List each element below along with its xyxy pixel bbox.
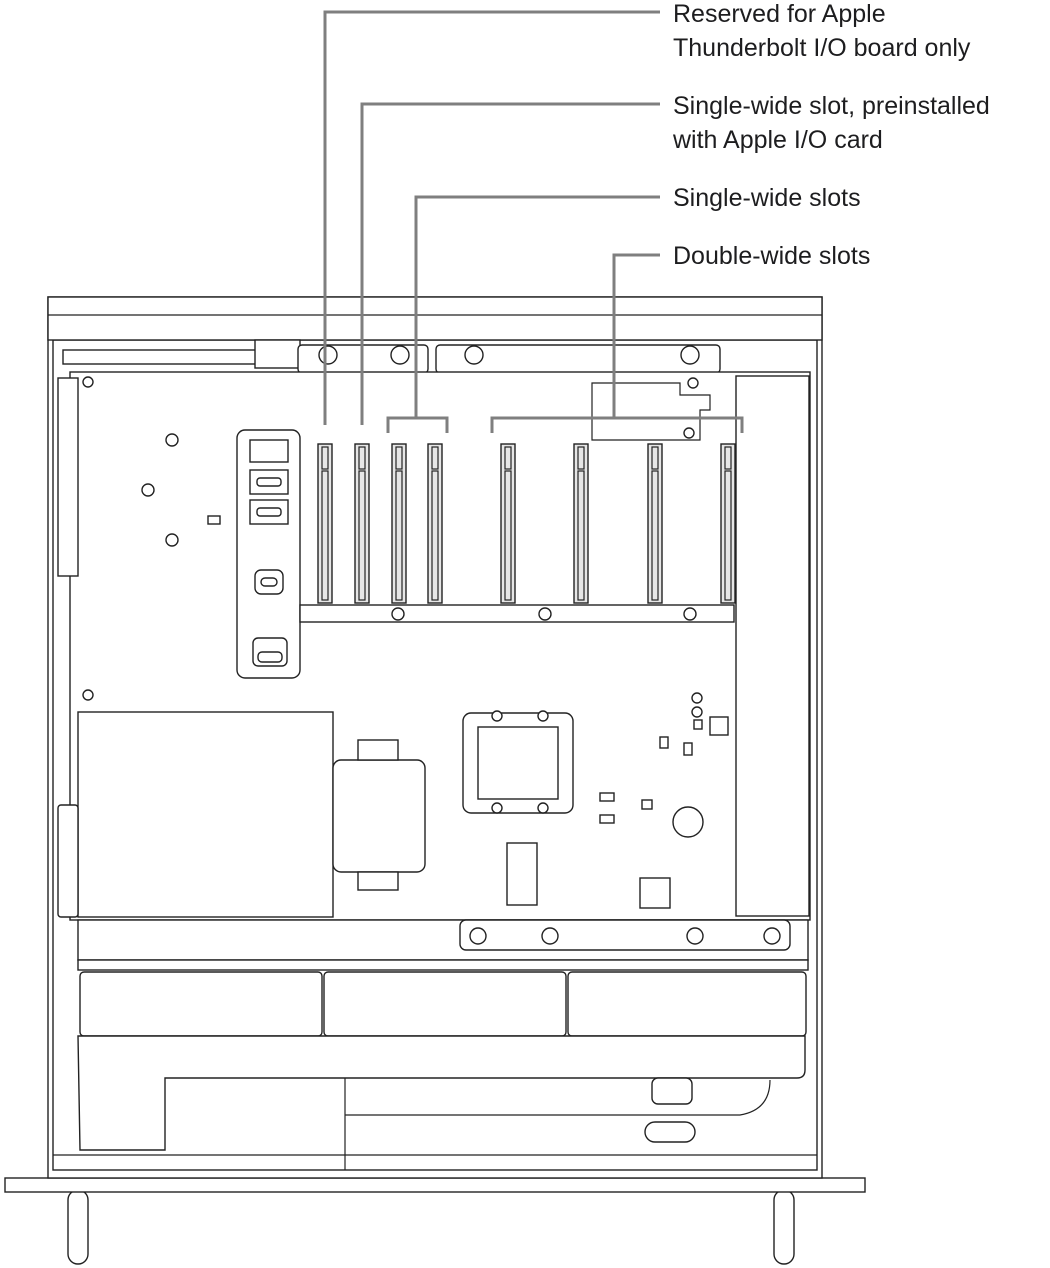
callout-single-wide-slots: Single-wide slots <box>673 184 861 212</box>
pcie-slot-5 <box>500 443 516 604</box>
pcie-slot-7 <box>647 443 663 604</box>
callout-text: Reserved for Apple <box>673 0 886 28</box>
top-handle <box>47 296 823 341</box>
pcie-slot-8 <box>720 443 736 604</box>
power-supply <box>77 711 334 918</box>
leader-line-thunderbolt-slot <box>323 10 660 425</box>
callout-text: Single-wide slot, preinstalled <box>673 92 990 120</box>
pcie-slot-1 <box>317 443 333 604</box>
leader-line-double-wide <box>490 253 744 433</box>
leader-line-io-card-slot <box>360 102 660 425</box>
left-foot <box>67 1189 89 1265</box>
slot-rail <box>299 604 735 623</box>
pcie-slot-3 <box>391 443 407 604</box>
base-plate <box>4 1177 866 1193</box>
right-foot <box>773 1189 795 1265</box>
callout-text: with Apple I/O card <box>673 126 883 154</box>
pcie-slot-6 <box>573 443 589 604</box>
callout-text: Thunderbolt I/O board only <box>673 34 971 62</box>
callout-double-wide-slots: Double-wide slots <box>673 242 871 270</box>
pcie-slot-2 <box>354 443 370 604</box>
leader-line-single-wide <box>386 195 660 433</box>
pcie-slot-4 <box>427 443 443 604</box>
callout-thunderbolt-reserved: Reserved for Apple Thunderbolt I/O board… <box>673 0 970 65</box>
callout-io-card-slot: Single-wide slot, preinstalled with Appl… <box>673 89 990 157</box>
